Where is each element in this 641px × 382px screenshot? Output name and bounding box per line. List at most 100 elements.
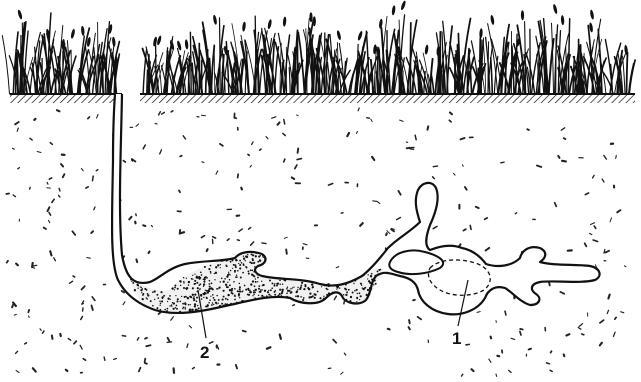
nest-stipple-dot (184, 308, 186, 310)
nest-stipple-dot (301, 282, 303, 284)
nest-stipple-dot (164, 309, 166, 311)
nest-stipple-dot (210, 287, 212, 289)
soil-speck (333, 340, 336, 343)
nest-stipple-dot (359, 292, 361, 294)
soil-speck (251, 242, 254, 245)
nest-stipple-dot (156, 294, 158, 296)
soil-speck (591, 223, 595, 225)
grass-seed-head (309, 12, 312, 22)
nest-stipple-dot (262, 284, 264, 286)
soil-speck (122, 336, 125, 337)
nest-stipple-dot (207, 305, 209, 307)
nest-stipple-dot (167, 301, 168, 302)
grass-blade (214, 45, 215, 95)
nest-stipple-dot (245, 255, 247, 257)
soil-speck (201, 236, 204, 238)
nest-stipple-dot (243, 263, 245, 265)
nest-stipple-dot (253, 290, 255, 292)
soil-speck (243, 331, 246, 332)
nest-stipple-dot (276, 283, 277, 284)
soil-speck (476, 207, 479, 208)
nest-stipple-dot (131, 281, 132, 282)
soil-speck (63, 174, 65, 177)
nest-stipple-dot (251, 262, 253, 264)
nest-stipple-dot (375, 283, 377, 285)
nest-stipple-dot (250, 291, 252, 293)
nest-stipple-dot (192, 294, 194, 296)
soil-speck (82, 286, 85, 289)
nest-stipple-dot (183, 306, 185, 308)
nest-stipple-dot (176, 305, 178, 307)
soil-speck (29, 316, 30, 318)
soil-speck (137, 338, 138, 340)
soil-speck (68, 339, 70, 341)
nest-stipple-dot (157, 297, 159, 299)
soil-speck (252, 142, 254, 145)
nest-stipple-dot (247, 288, 249, 290)
soil-speck (180, 232, 184, 233)
nest-stipple-dot (276, 285, 278, 287)
grass-seed-head (70, 29, 75, 39)
nest-stipple-dot (293, 286, 294, 287)
nest-stipple-dot (240, 276, 242, 278)
nest-stipple-dot (255, 255, 257, 257)
soil-speck (88, 117, 90, 119)
nest-stipple-dot (217, 264, 219, 266)
nest-stipple-dot (228, 272, 229, 273)
nest-stipple-dot (222, 299, 224, 301)
nest-stipple-dot (352, 292, 354, 294)
soil-speck (566, 334, 569, 335)
nest-stipple-dot (356, 289, 358, 291)
grass-seed-head (424, 44, 429, 54)
nest-stipple-dot (194, 293, 196, 295)
nest-stipple-dot (232, 268, 233, 269)
soil-speck (367, 118, 370, 119)
soil-speck (564, 355, 565, 357)
soil-speck (32, 263, 33, 267)
nest-stipple-dot (373, 284, 374, 285)
soil-speck (377, 201, 380, 203)
nest-stipple-dot (360, 295, 362, 297)
nest-stipple-dot (367, 289, 369, 291)
soil-speck (48, 220, 49, 222)
soil-speck (373, 201, 377, 202)
nest-stipple-dot (303, 297, 305, 299)
nest-stipple-dot (231, 288, 233, 290)
nest-stipple-dot (220, 281, 222, 283)
soil-speck (72, 231, 75, 235)
soil-speck (33, 368, 36, 371)
nest-stipple-dot (221, 303, 223, 305)
nest-stipple-dot (162, 297, 164, 299)
nest-stipple-dot (367, 278, 368, 279)
nest-stipple-dot (234, 295, 236, 297)
nest-stipple-dot (259, 260, 261, 262)
nest-stipple-dot (279, 284, 280, 285)
nest-stipple-dot (371, 273, 373, 275)
nest-stipple-dot (242, 272, 244, 274)
nest-stipple-dot (161, 300, 163, 302)
nest-stipple-dot (257, 261, 259, 263)
soil-speck (143, 225, 145, 226)
nest-stipple-dot (212, 294, 214, 296)
nest-stipple-dot (225, 298, 227, 300)
nest-stipple-dot (300, 296, 302, 298)
soil-speck (280, 335, 281, 339)
grass-blade (629, 60, 635, 94)
nest-stipple-dot (215, 302, 217, 304)
soil-speck (49, 213, 51, 216)
nest-stipple-dot (239, 267, 241, 269)
nest-stipple-dot (174, 287, 176, 289)
nest-stipple-dot (287, 292, 288, 293)
nest-stipple-dot (281, 292, 283, 294)
grass-blade (627, 53, 628, 94)
soil-speck (604, 156, 607, 160)
nest-stipple-dot (194, 280, 196, 282)
nest-stipple-dot (182, 308, 184, 310)
soil-speck (145, 338, 147, 339)
nest-stipple-dot (176, 308, 178, 310)
nest-stipple-dot (252, 295, 253, 296)
nest-stipple-dot (226, 265, 228, 267)
soil-speck (463, 229, 465, 230)
grass-seed-head (242, 21, 246, 31)
